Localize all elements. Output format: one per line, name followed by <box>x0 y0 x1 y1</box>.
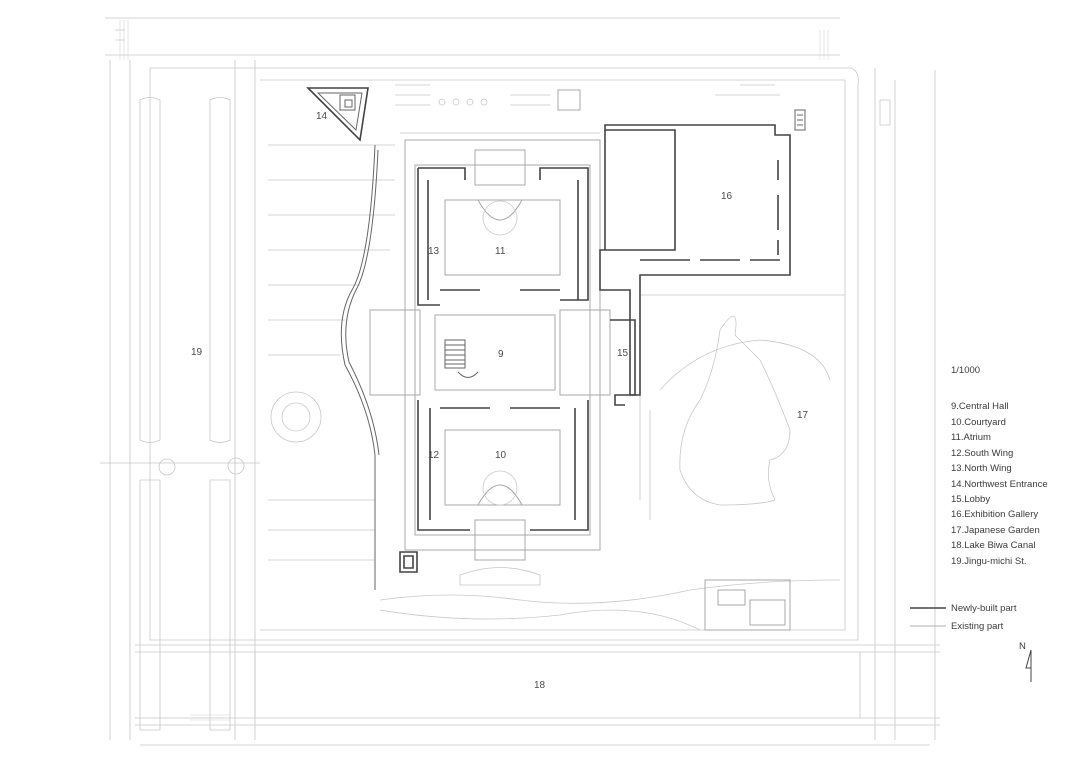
legend: 1/1000 9.Central Hall 10.Courtyard 11.At… <box>910 365 1048 632</box>
legend-item-18: 18.Lake Biwa Canal <box>951 540 1036 551</box>
legend-item-16: 16.Exhibition Gallery <box>951 509 1038 520</box>
context-lines <box>100 17 940 746</box>
legend-item-11: 11.Atrium <box>951 432 991 443</box>
north-arrow-icon <box>1025 649 1032 682</box>
label-9: 9 <box>498 349 504 360</box>
north-label: N <box>1019 641 1026 652</box>
existing-building <box>369 132 611 586</box>
legend-item-12: 12.South Wing <box>951 448 1013 459</box>
label-12: 12 <box>428 450 440 461</box>
legend-item-13: 13.North Wing <box>951 463 1012 474</box>
legend-item-9: 9.Central Hall <box>951 401 1009 412</box>
label-11: 11 <box>495 246 506 257</box>
label-13: 13 <box>428 246 440 257</box>
label-14: 14 <box>316 111 328 122</box>
legend-item-14: 14.Northwest Entrance <box>951 479 1048 490</box>
label-19: 19 <box>191 347 203 358</box>
north-arrow: N <box>1019 641 1032 682</box>
legend-item-19: 19.Jingu-michi St. <box>951 556 1027 567</box>
label-16: 16 <box>721 191 733 202</box>
newly-built-parts <box>306 87 806 590</box>
label-18: 18 <box>534 680 546 691</box>
room-numbers: 9 10 11 12 13 14 15 16 17 18 19 <box>191 111 809 691</box>
scale-label: 1/1000 <box>951 365 980 376</box>
label-15: 15 <box>617 348 629 359</box>
legend-item-17: 17.Japanese Garden <box>951 525 1040 536</box>
label-17: 17 <box>797 410 809 421</box>
label-10: 10 <box>495 450 507 461</box>
legend-item-15: 15.Lobby <box>951 494 990 505</box>
legend-item-10: 10.Courtyard <box>951 417 1006 428</box>
existing-label: Existing part <box>951 621 1004 632</box>
newly-built-label: Newly-built part <box>951 603 1017 614</box>
